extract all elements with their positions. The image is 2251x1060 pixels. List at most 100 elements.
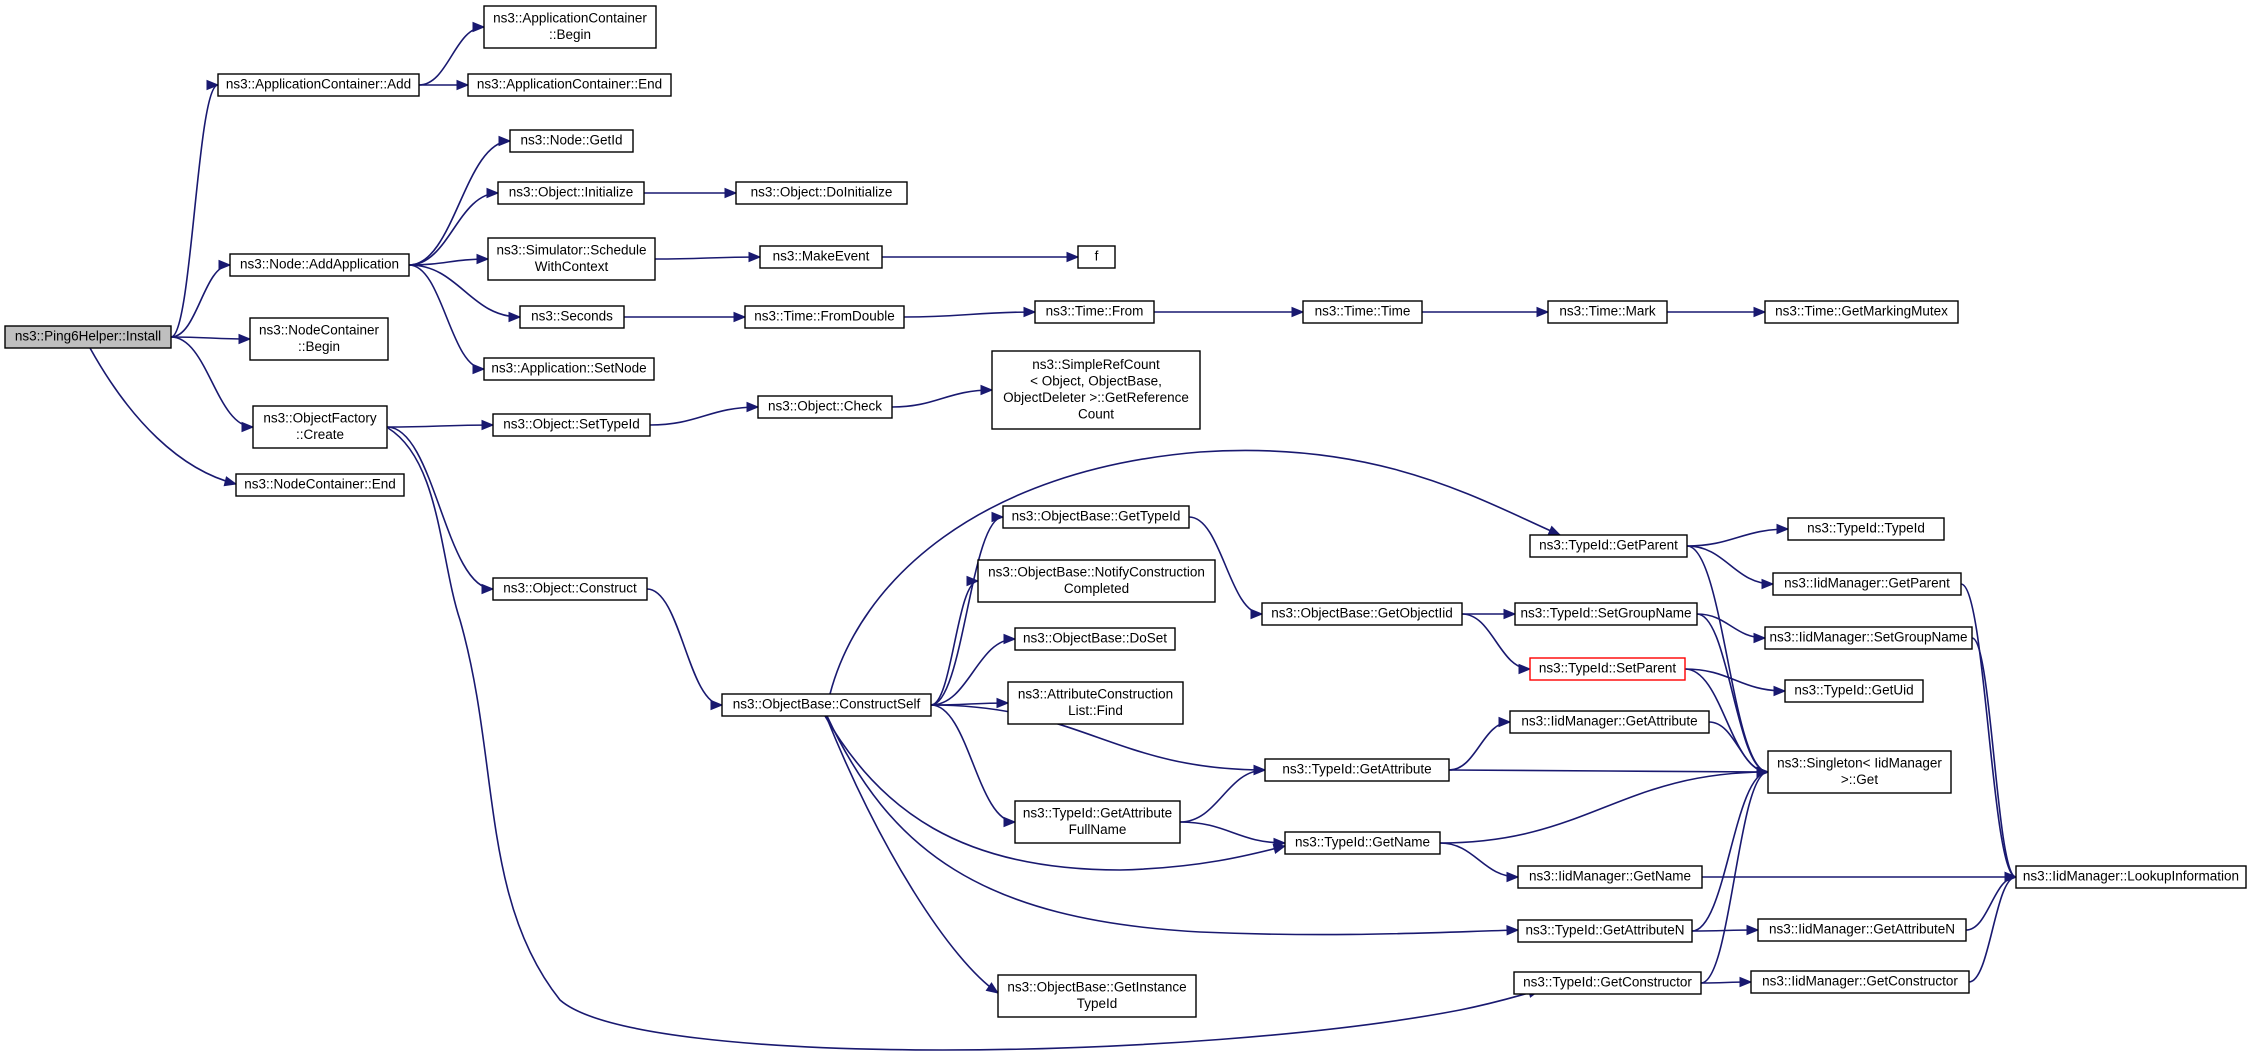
graph-node-n20[interactable]: ns3::Object::SetTypeId — [492, 413, 651, 437]
node-box — [497, 181, 645, 205]
arrowhead — [1753, 306, 1767, 318]
node-label: ns3::Singleton< IidManager — [1777, 755, 1942, 770]
graph-node-n11[interactable]: ns3::Seconds — [519, 305, 625, 329]
node-label: ns3::IidManager::GetParent — [1784, 576, 1950, 591]
graph-node-n48[interactable]: ns3::IidManager::GetConstructor — [1750, 970, 1970, 994]
graph-node-n36[interactable]: ns3::TypeId::SetGroupName — [1514, 602, 1698, 626]
graph-node-n12[interactable]: ns3::Time::FromDouble — [744, 305, 905, 329]
graph-node-n43[interactable]: ns3::IidManager::GetParent — [1772, 572, 1962, 596]
edge-n4-to-n11 — [408, 264, 522, 323]
graph-node-n6[interactable]: ns3::Object::Initialize — [497, 181, 645, 205]
graph-node-n1[interactable]: ns3::ApplicationContainer::Add — [217, 73, 420, 97]
edge-line — [1686, 528, 1789, 547]
node-box — [487, 237, 656, 281]
node-box — [229, 253, 410, 277]
node-label: ns3::TypeId::SetParent — [1539, 661, 1677, 676]
graph-node-n40[interactable]: ns3::TypeId::GetAttributeN — [1517, 919, 1693, 943]
graph-node-n41[interactable]: ns3::TypeId::GetConstructor — [1513, 971, 1702, 995]
graph-node-n27[interactable]: ns3::ObjectBase::NotifyConstructionCompl… — [977, 559, 1216, 603]
graph-node-n42[interactable]: ns3::TypeId::TypeId — [1787, 517, 1945, 541]
graph-node-n39[interactable]: ns3::IidManager::GetName — [1517, 865, 1703, 889]
graph-node-n21[interactable]: ns3::Object::Check — [757, 395, 893, 419]
node-label: ns3::Simulator::Schedule — [496, 242, 646, 257]
graph-node-n16[interactable]: ns3::Time::GetMarkingMutex — [1764, 300, 1959, 324]
graph-node-n35[interactable]: ns3::TypeId::GetParent — [1529, 534, 1688, 558]
graph-node-n49[interactable]: ns3::IidManager::LookupInformation — [2015, 865, 2247, 889]
node-label: ns3::SimpleRefCount — [1032, 357, 1160, 372]
arrowhead — [472, 363, 486, 375]
graph-node-n26[interactable]: ns3::ObjectBase::GetTypeId — [1002, 505, 1190, 529]
graph-node-n17[interactable]: ns3::Application::SetNode — [483, 357, 655, 381]
node-box — [235, 473, 405, 497]
node-box — [1014, 800, 1181, 844]
graph-node-n10[interactable]: f — [1077, 245, 1116, 269]
arrowhead — [1503, 608, 1517, 620]
arrowhead — [1003, 633, 1017, 645]
edge-line — [1448, 769, 1769, 773]
graph-node-n38[interactable]: ns3::IidManager::GetAttribute — [1509, 710, 1710, 734]
node-box — [1772, 572, 1962, 596]
graph-node-n7[interactable]: ns3::Object::DoInitialize — [735, 181, 908, 205]
arrowhead — [1253, 764, 1267, 776]
node-label: ns3::Seconds — [531, 309, 613, 324]
edge-line — [1179, 769, 1266, 823]
graph-node-n33[interactable]: ns3::TypeId::GetAttribute — [1264, 758, 1450, 782]
graph-node-n22[interactable]: ns3::SimpleRefCount< Object, ObjectBase,… — [991, 350, 1201, 430]
graph-node-n24[interactable]: ns3::Object::Construct — [492, 577, 648, 601]
edge-line — [930, 704, 1266, 771]
node-box — [997, 974, 1197, 1018]
edge-line — [408, 192, 499, 266]
node-label: ns3::TypeId::GetAttributeN — [1525, 923, 1684, 938]
arrowhead — [748, 251, 762, 263]
edge-n14-to-n15 — [1421, 306, 1550, 318]
edge-n41-to-n46 — [1700, 766, 1770, 984]
graph-node-n45[interactable]: ns3::TypeId::GetUid — [1784, 679, 1924, 703]
node-label: ::Begin — [298, 339, 340, 354]
edge-n1-to-n3 — [419, 79, 470, 91]
graph-node-n37[interactable]: ns3::TypeId::SetParent — [1529, 657, 1686, 681]
graph-node-n0[interactable]: ns3::Ping6Helper::Install — [4, 325, 172, 349]
graph-node-n23[interactable]: ns3::NodeContainer::End — [235, 473, 405, 497]
graph-node-n34[interactable]: ns3::TypeId::GetName — [1284, 831, 1441, 855]
graph-node-n32[interactable]: ns3::ObjectBase::GetObjectIid — [1261, 602, 1463, 626]
edge-n0-to-n23 — [89, 347, 238, 487]
graph-node-n3[interactable]: ns3::ApplicationContainer::End — [467, 73, 672, 97]
edge-line — [824, 715, 1286, 871]
graph-node-n25[interactable]: ns3::ObjectBase::ConstructSelf — [721, 693, 932, 717]
graph-node-n5[interactable]: ns3::Node::GetId — [509, 129, 634, 153]
node-label: ns3::TypeId::TypeId — [1807, 521, 1925, 536]
graph-node-n4[interactable]: ns3::Node::AddApplication — [229, 253, 410, 277]
graph-node-n9[interactable]: ns3::MakeEvent — [759, 245, 883, 269]
graph-node-n18[interactable]: ns3::NodeContainer::Begin — [249, 317, 389, 361]
arrowhead — [980, 384, 994, 396]
arrowhead — [1003, 816, 1017, 828]
graph-node-n15[interactable]: ns3::Time::Mark — [1547, 300, 1668, 324]
edge-line — [408, 264, 485, 370]
edge-line — [1686, 545, 1774, 585]
graph-node-n28[interactable]: ns3::ObjectBase::DoSet — [1014, 627, 1176, 651]
graph-node-n14[interactable]: ns3::Time::Time — [1302, 300, 1423, 324]
graph-node-n2[interactable]: ns3::ApplicationContainer::Begin — [483, 5, 657, 49]
edge-n19-to-n41 — [387, 427, 1542, 1051]
edge-line — [1700, 771, 1769, 984]
graph-node-n13[interactable]: ns3::Time::From — [1034, 300, 1155, 324]
arrowhead — [1250, 608, 1264, 620]
arrowhead — [498, 135, 512, 147]
node-box — [1509, 710, 1710, 734]
node-box — [1514, 602, 1698, 626]
node-label: WithContext — [535, 259, 609, 274]
edge-n4-to-n8 — [408, 253, 490, 266]
graph-node-n19[interactable]: ns3::ObjectFactory::Create — [252, 405, 388, 449]
edge-line — [1439, 771, 1769, 844]
node-label: ns3::ApplicationContainer::End — [477, 77, 662, 92]
node-label: ns3::TypeId::GetParent — [1539, 538, 1678, 553]
graph-node-n44[interactable]: ns3::IidManager::SetGroupName — [1764, 626, 1973, 650]
graph-node-n47[interactable]: ns3::IidManager::GetAttributeN — [1757, 918, 1967, 942]
node-label: ns3::IidManager::GetName — [1529, 869, 1691, 884]
graph-node-n46[interactable]: ns3::Singleton< IidManager>::Get — [1767, 750, 1952, 794]
edge-line — [930, 580, 979, 706]
